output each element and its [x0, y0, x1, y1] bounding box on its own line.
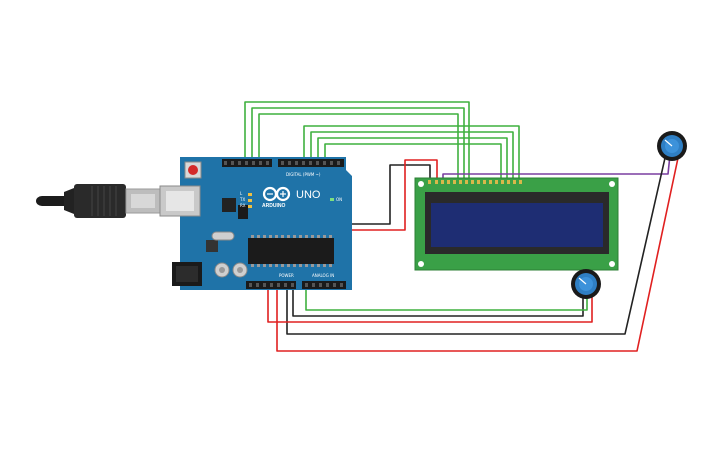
tx-label: TX	[239, 197, 245, 202]
potentiometer-icon[interactable]	[657, 131, 687, 161]
wire-green-d2[interactable]	[324, 143, 502, 182]
wire-black-gnd-pot[interactable]	[286, 157, 666, 335]
power-label: POWER	[279, 273, 294, 278]
wire-green-d11[interactable]	[251, 107, 465, 182]
brand-label: ARDUINO	[262, 203, 285, 209]
mount-hole	[609, 261, 615, 267]
wire-green-d12[interactable]	[244, 101, 470, 182]
mount-hole	[609, 181, 615, 187]
lcd-screen	[431, 203, 603, 247]
wire-red-bottom-pot[interactable]	[267, 285, 593, 323]
logo-glyphs	[267, 191, 286, 197]
wire-green-d10[interactable]	[258, 113, 459, 182]
model-label: UNO	[296, 189, 321, 201]
on-label: ON	[336, 197, 342, 202]
arduino-infinity-logo-icon	[262, 186, 291, 202]
wire-red-5v-pot[interactable]	[276, 157, 679, 352]
arduino-uno-board[interactable]: UNO ARDUINO DIGITAL (PWM ~) ANALOG IN PO…	[159, 157, 352, 290]
lcd-display[interactable]	[414, 177, 619, 271]
lcd-pin-header[interactable]	[428, 180, 522, 184]
wire-green-d5[interactable]	[303, 125, 520, 182]
digital-label: DIGITAL (PWM ~)	[286, 172, 321, 177]
led-on	[330, 198, 334, 201]
crystal	[211, 231, 235, 241]
atmega-chip	[248, 238, 334, 264]
mount-hole	[418, 261, 424, 267]
rx-label: RX	[240, 203, 246, 208]
wire-green-d4[interactable]	[310, 131, 514, 182]
wires	[238, 101, 679, 352]
led-tx	[248, 199, 252, 202]
mount-hole	[418, 181, 424, 187]
potentiometer-icon[interactable]	[571, 269, 601, 299]
usb-cable-icon[interactable]	[36, 184, 161, 218]
wire-black-bottom-pot[interactable]	[292, 285, 584, 317]
wire-red-5v-top[interactable]	[266, 159, 438, 231]
digital-header[interactable]	[222, 159, 344, 167]
wire-green-d3[interactable]	[317, 137, 508, 182]
wire-green-a0[interactable]	[305, 285, 588, 311]
analog-label: ANALOG IN	[312, 273, 334, 278]
l-label: L	[240, 191, 243, 196]
regulator	[206, 240, 218, 252]
led-rx	[248, 205, 252, 208]
usb-chip	[222, 198, 236, 212]
power-analog-header[interactable]	[246, 281, 346, 289]
icsp-header	[238, 205, 248, 219]
led-l	[248, 193, 252, 196]
